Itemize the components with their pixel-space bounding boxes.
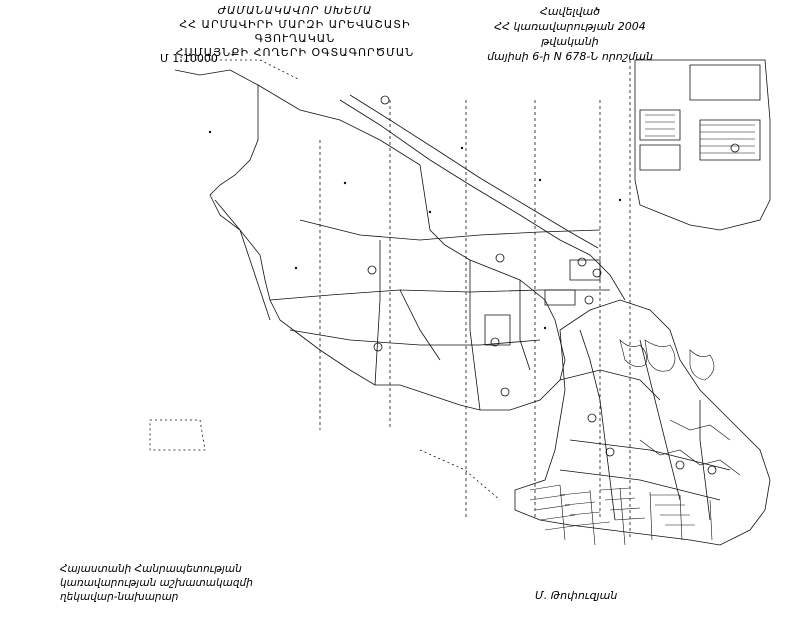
- approval-line-2: ՀՀ կառավարության 2004 թվականի: [494, 20, 646, 48]
- official-title: Հայաստանի Հանրապետության կառավարության ա…: [60, 562, 253, 604]
- settlement-boundary: [514, 299, 771, 546]
- official-line-3: ղեկավար-նախարար: [60, 591, 179, 603]
- approval-line-3: մայիսի 6-ի N 678-Ն որոշման: [487, 50, 653, 63]
- map-scale: Մ 1:10000: [160, 52, 218, 65]
- official-line-2: կառավարության աշխատակազմի: [60, 577, 253, 589]
- title-line-2: ՀՀ ԱՐՄԱՎԻՐԻ ՄԱՐԶԻ ԱՐԵՎԱՇԱՏԻ ԳՅՈՒՂԱԿԱՆ: [179, 18, 411, 45]
- community-boundary: [209, 84, 566, 411]
- title-line-3: ՀԱՄԱՅՆՔԻ ՀՈՂԵՐԻ ՕԳՏԱԳՈՐԾՄԱՆ: [175, 46, 415, 59]
- title-line-1: ԺԱՄԱՆԱԿԱՎՈՐ ՍԽԵՄԱ: [217, 4, 373, 17]
- approval-line-1: Հավելված: [539, 5, 601, 18]
- signatory-name: Մ. Թոփուզյան: [535, 589, 618, 602]
- approval-note: Հավելված ՀՀ կառավարության 2004 թվականի մ…: [470, 4, 670, 64]
- map-title: ԺԱՄԱՆԱԿԱՎՈՐ ՍԽԵՄԱ ՀՀ ԱՐՄԱՎԻՐԻ ՄԱՐԶԻ ԱՐԵՎ…: [150, 4, 440, 60]
- official-line-1: Հայաստանի Հանրապետության: [60, 563, 242, 575]
- main-road: [339, 99, 626, 301]
